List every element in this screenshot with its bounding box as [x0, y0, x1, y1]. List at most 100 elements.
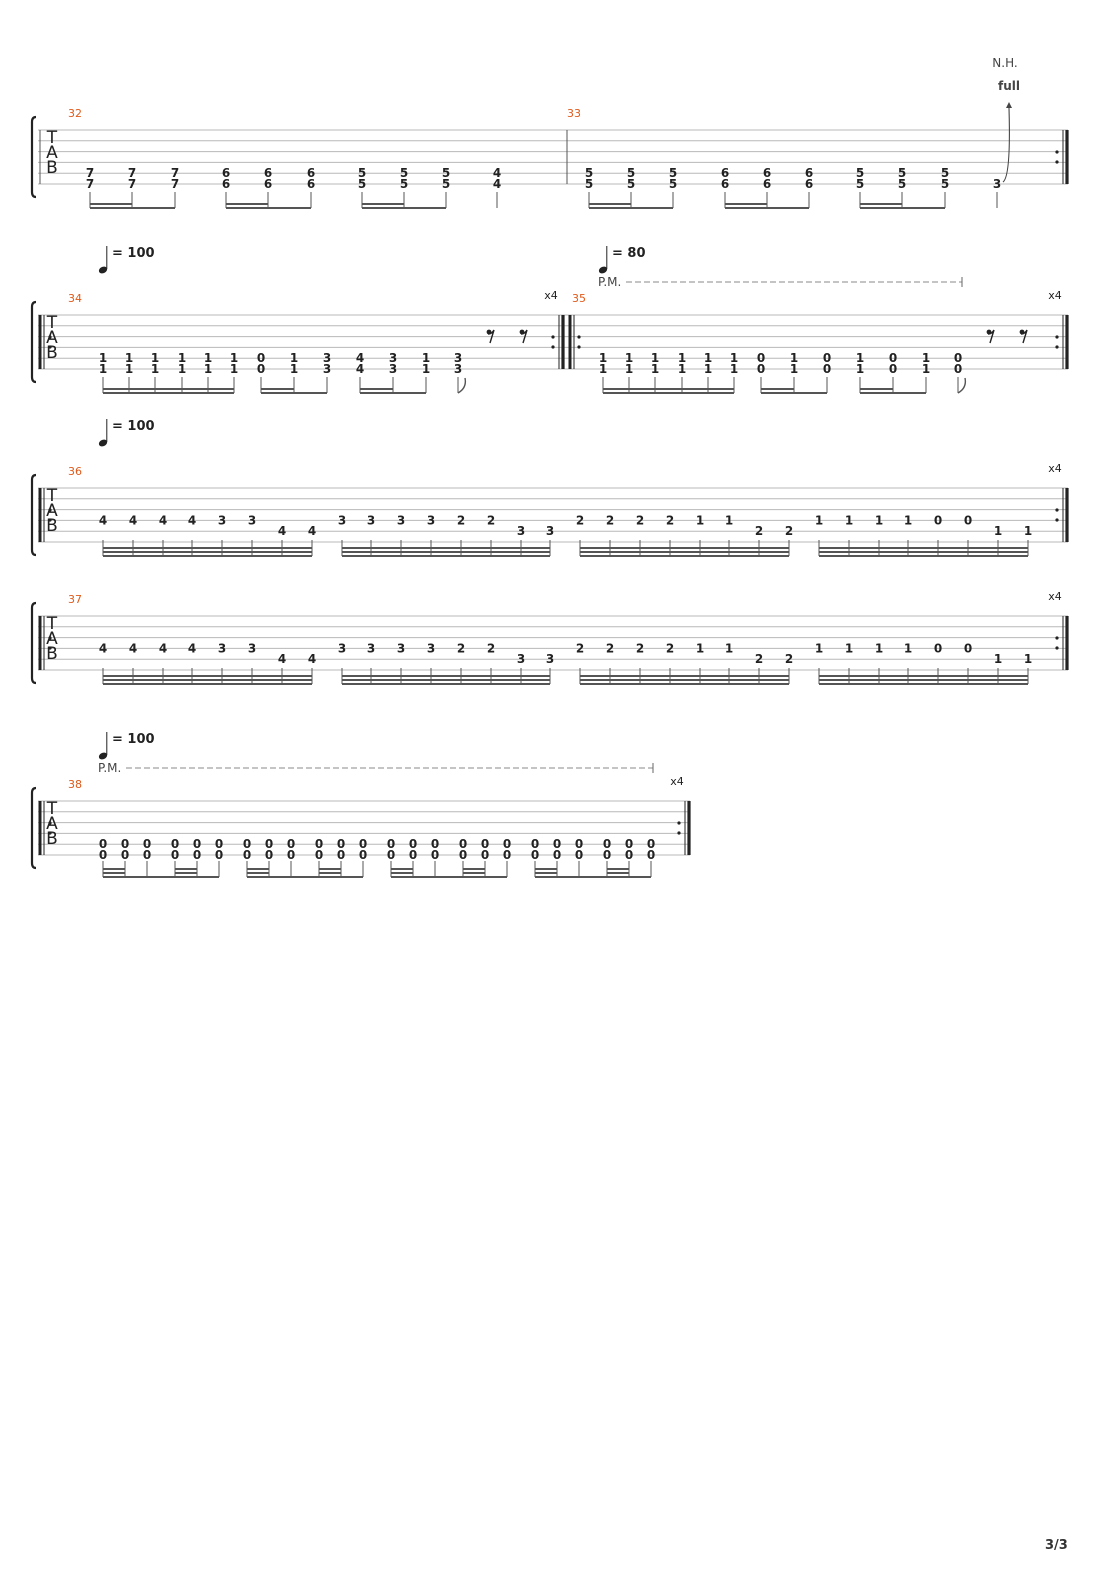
fret-number: 0: [257, 351, 265, 365]
fret-number: 0: [193, 837, 201, 851]
tab-clef-letter: T: [46, 313, 58, 333]
fret-number: 1: [125, 362, 133, 376]
fret-number: 0: [503, 848, 511, 862]
fret-number: 0: [215, 837, 223, 851]
fret-number: 1: [790, 351, 798, 365]
beat-group: 00: [954, 351, 967, 394]
fret-number: 0: [889, 362, 897, 376]
fret-number: 0: [934, 513, 942, 527]
fret-number: 5: [898, 166, 906, 180]
fret-number: 0: [954, 351, 962, 365]
fret-number: 1: [151, 351, 159, 365]
fret-number: 2: [606, 641, 614, 655]
beat-group: [486, 329, 528, 344]
fret-number: 0: [243, 837, 251, 851]
repeat-dot: [48, 821, 52, 825]
fret-number: 5: [669, 166, 677, 180]
beat-group: 33: [454, 351, 467, 394]
tempo-note-icon: [98, 752, 108, 760]
repeat-dot: [1055, 636, 1059, 640]
fret-number: 0: [934, 641, 942, 655]
eighth-flag: [957, 377, 967, 394]
fret-number: 6: [763, 166, 771, 180]
fret-number: 5: [627, 177, 635, 191]
fret-number: 1: [725, 641, 733, 655]
fret-number: 1: [725, 513, 733, 527]
fret-number: 5: [358, 166, 366, 180]
fret-number: 1: [790, 362, 798, 376]
fret-number: 4: [188, 513, 196, 527]
tempo-marking: = 100: [112, 732, 155, 747]
repeat-dot: [677, 821, 681, 825]
fret-number: 1: [204, 362, 212, 376]
fret-number: 2: [755, 524, 763, 538]
palm-mute-label: P.M.: [598, 275, 621, 289]
fret-number: 1: [704, 362, 712, 376]
fret-number: 0: [265, 837, 273, 851]
tempo-note-icon: [98, 439, 108, 447]
repeat-count: x4: [544, 289, 558, 302]
fret-number: 1: [678, 351, 686, 365]
fret-number: 0: [647, 848, 655, 862]
tempo-marking: = 100: [112, 419, 155, 434]
fret-number: 0: [625, 848, 633, 862]
tab-clef-letter: B: [46, 829, 58, 849]
fret-number: 4: [159, 641, 167, 655]
fret-number: 0: [143, 837, 151, 851]
fret-number: 0: [243, 848, 251, 862]
fret-number: 2: [636, 641, 644, 655]
fret-number: 7: [86, 177, 94, 191]
repeat-dot: [1055, 345, 1059, 349]
fret-number: 1: [290, 362, 298, 376]
repeat-dot: [48, 646, 52, 650]
repeat-dot: [577, 335, 581, 339]
fret-number: 2: [487, 641, 495, 655]
fret-number: 1: [875, 513, 883, 527]
fret-number: 3: [367, 641, 375, 655]
fret-number: 0: [481, 848, 489, 862]
repeat-dot: [1055, 646, 1059, 650]
fret-number: 0: [171, 848, 179, 862]
palm-mute-label: P.M.: [98, 761, 121, 775]
fret-number: 0: [625, 837, 633, 851]
fret-number: 0: [215, 848, 223, 862]
fret-number: 4: [278, 524, 286, 538]
fret-number: 5: [856, 166, 864, 180]
fret-number: 3: [546, 524, 554, 538]
fret-number: 7: [171, 177, 179, 191]
fret-number: 1: [625, 351, 633, 365]
tab-clef-letter: T: [46, 128, 58, 148]
fret-number: 2: [457, 513, 465, 527]
fret-number: 1: [125, 351, 133, 365]
tab-clef-letter: T: [46, 799, 58, 819]
fret-number: 0: [823, 362, 831, 376]
eighth-rest-icon: [487, 329, 495, 344]
fret-number: 1: [422, 351, 430, 365]
fret-number: 1: [696, 513, 704, 527]
tempo-marking: = 100: [112, 246, 155, 261]
repeat-dot: [551, 335, 555, 339]
fret-number: 3: [397, 513, 405, 527]
fret-number: 3: [993, 177, 1001, 191]
tab-clef-letter: B: [46, 516, 58, 536]
fret-number: 1: [730, 351, 738, 365]
fret-number: 3: [248, 641, 256, 655]
fret-number: 1: [99, 362, 107, 376]
fret-number: 1: [625, 362, 633, 376]
fret-number: 6: [307, 177, 315, 191]
beat-group: 44: [493, 166, 501, 208]
system-bracket: [30, 601, 37, 685]
fret-number: 1: [178, 362, 186, 376]
